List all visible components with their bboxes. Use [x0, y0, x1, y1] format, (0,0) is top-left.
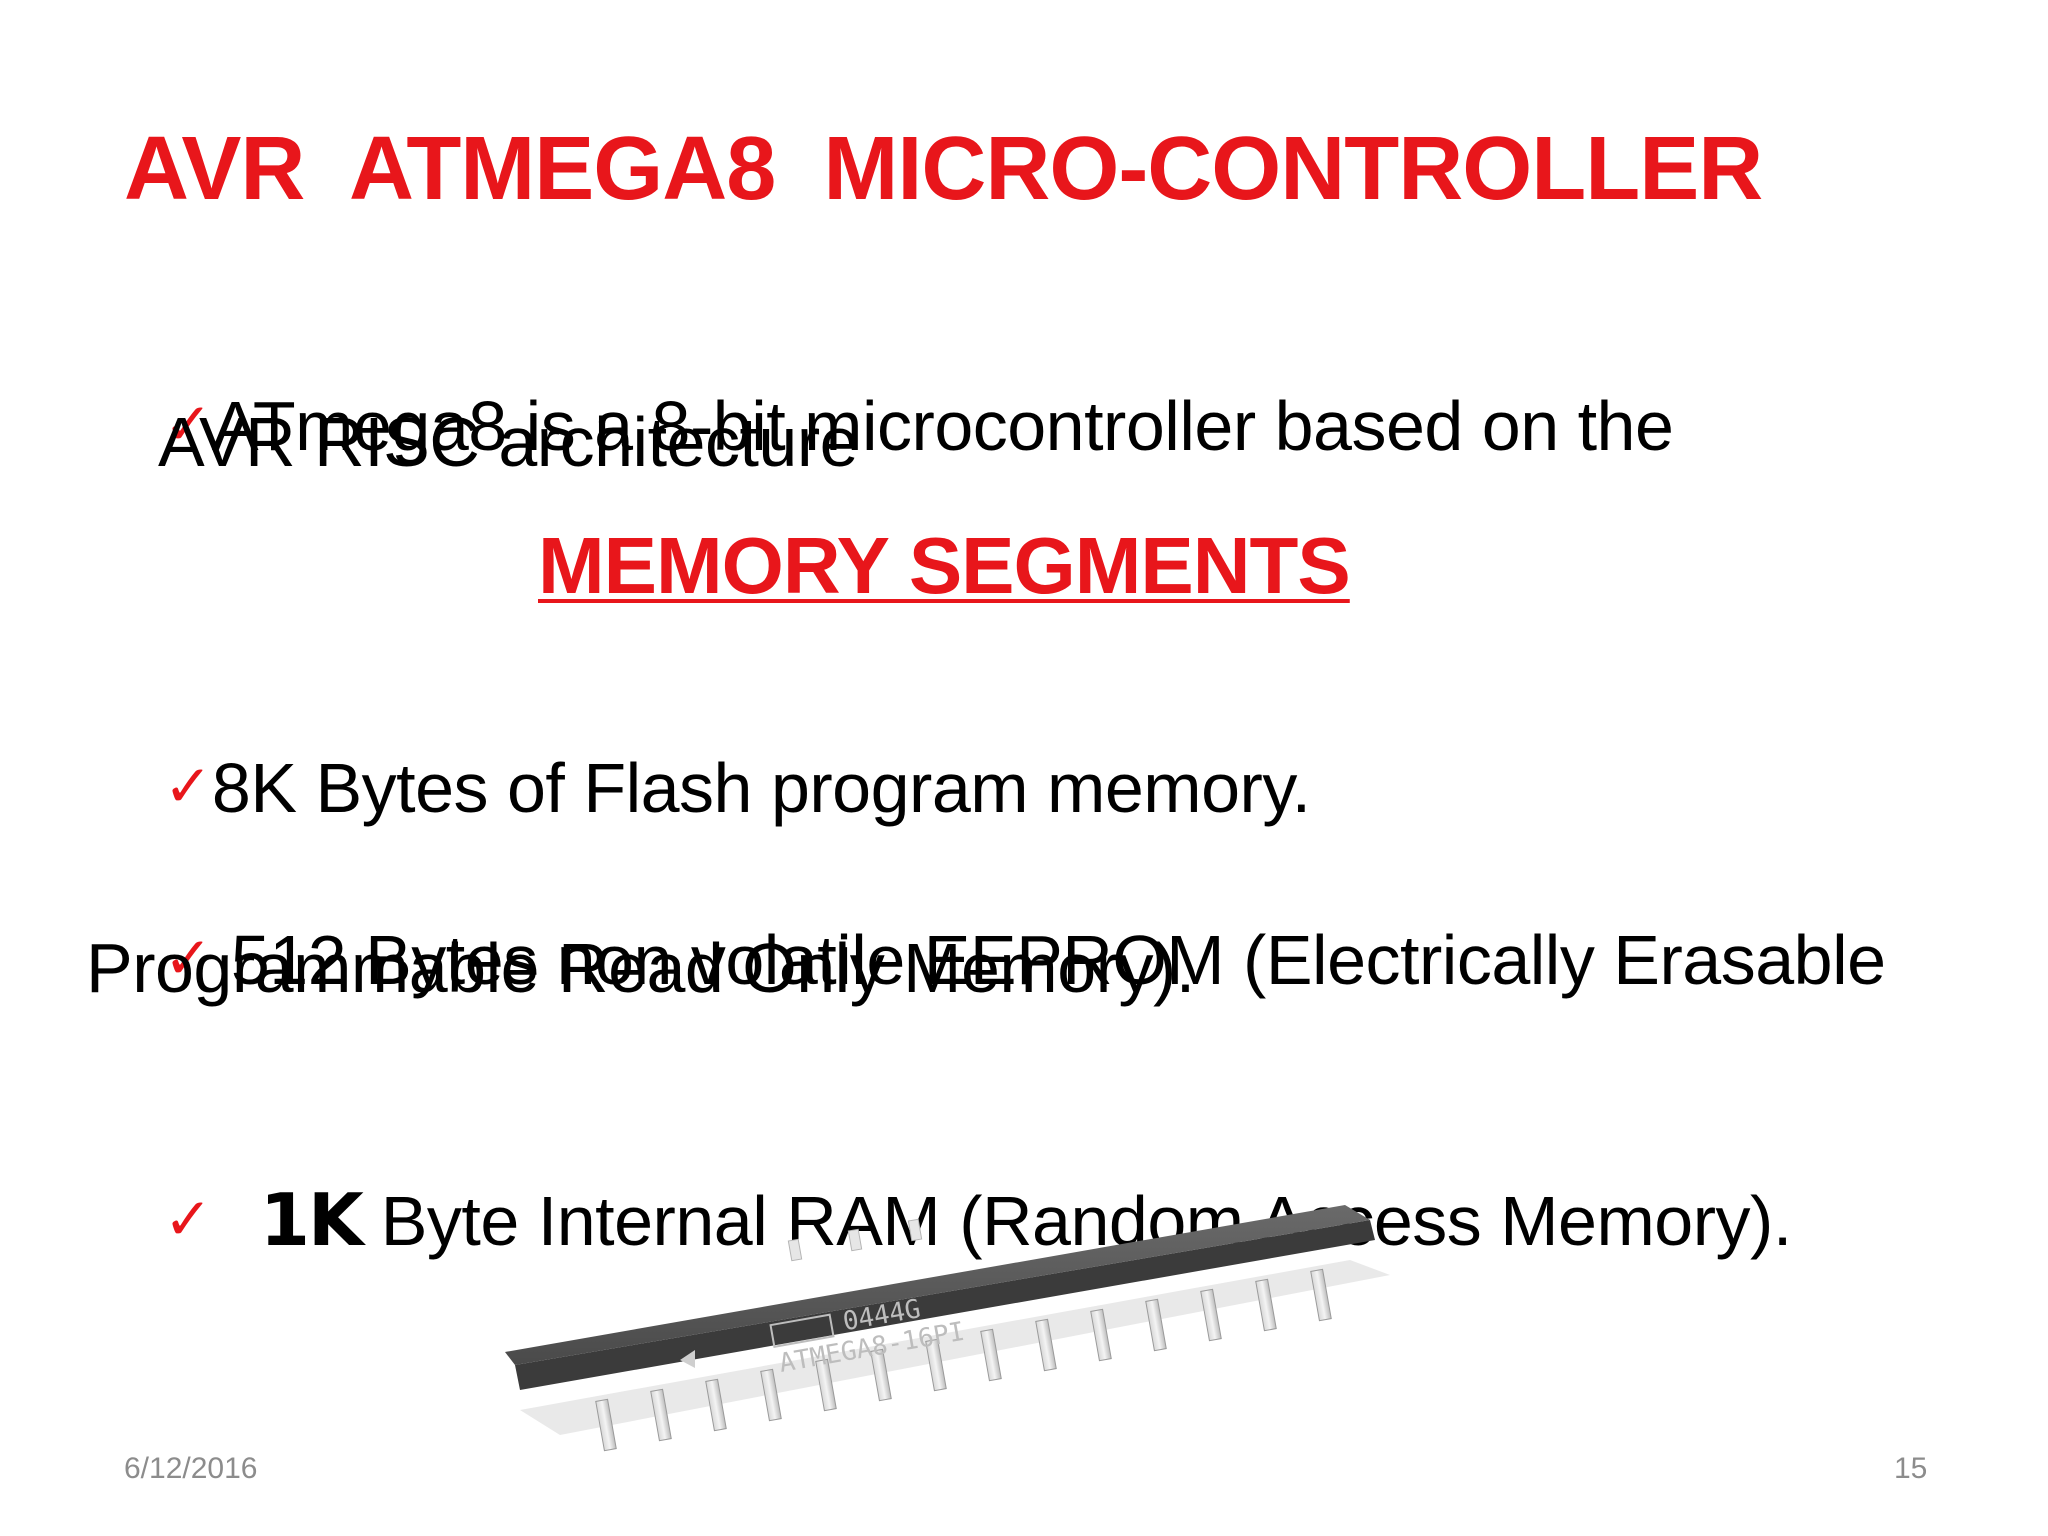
check-mark-icon: ✓	[163, 926, 213, 991]
section-heading: MEMORY SEGMENTS	[538, 521, 1351, 610]
bullet-eeprom-line2: Programmable Read Only Memory).	[86, 929, 1195, 1007]
bullet-flash-text: 8K Bytes of Flash program memory.	[211, 749, 1311, 827]
check-mark-icon: ✓	[163, 392, 213, 457]
intro-bullet-line1: ✓ATmega8 is a 8-bit microcontroller base…	[88, 306, 1674, 546]
bullet-ram: ✓ 1K Byte Internal RAM (Random Access Mem…	[88, 1098, 1793, 1342]
footer-date: 6/12/2016	[124, 1452, 258, 1485]
intro-bullet-text: ATmega8 is a 8-bit microcontroller based…	[211, 387, 1674, 465]
bullet-flash: ✓8K Bytes of Flash program memory.	[88, 668, 1311, 908]
ic-chip-icon: 0444G ATMEGA8-16PI	[505, 1205, 1390, 1452]
ram-size-emphasis: 1K	[259, 1178, 364, 1262]
bullet-eeprom-line1: ✓ 512 Bytes non volatile EEPROM (Electri…	[88, 840, 1886, 1080]
check-mark-icon: ✓	[163, 754, 213, 819]
ic-chip-image: 0444G ATMEGA8-16PI	[490, 1200, 1410, 1480]
bullet-ram-text: Byte Internal RAM (Random Access Memory)…	[361, 1182, 1793, 1260]
bullet-eeprom-text: 512 Bytes non volatile EEPROM (Electrica…	[211, 921, 1886, 999]
footer-page-number: 15	[1894, 1452, 1928, 1485]
slide-title: AVR ATMEGA8 MICRO-CONTROLLER	[124, 119, 1763, 219]
check-mark-icon: ✓	[163, 1187, 213, 1252]
intro-bullet-line2: AVR RISC architecture	[158, 403, 859, 481]
